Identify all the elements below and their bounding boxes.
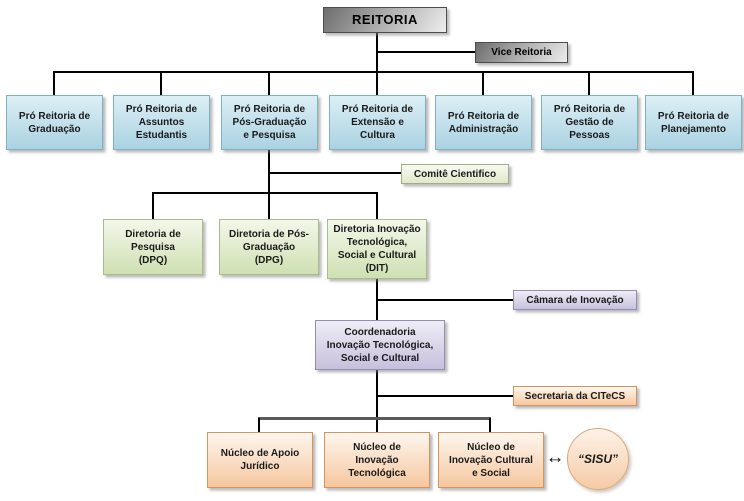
node-nucleo-inovacao-cultural-social: Núcleo de Inovação Cultural e Social: [438, 432, 544, 488]
node-pro-reitoria-pos-graduacao-pesquisa: Pró Reitoria de Pós-Graduação e Pesquisa: [221, 95, 318, 150]
connector-coordenadoria-trunk: [376, 370, 378, 432]
node-reitoria: REITORIA: [323, 7, 447, 33]
connector-bus-diretorias: [152, 192, 378, 194]
connector-bus-nucleos: [258, 417, 491, 420]
node-secretaria-citecs: Secretaria da CITeCS: [513, 386, 637, 406]
node-sisu-circle: “SISU”: [567, 428, 629, 490]
connector-comite: [269, 172, 401, 174]
connector-drop-assuntos: [160, 72, 162, 95]
node-pro-reitoria-administracao: Pró Reitoria de Administração: [435, 95, 532, 150]
connector-drop-graduacao: [53, 72, 55, 95]
node-diretoria-pesquisa-dpq: Diretoria de Pesquisa (DPQ): [103, 219, 203, 275]
node-pro-reitoria-extensao-cultura: Pró Reitoria de Extensão e Cultura: [329, 95, 426, 150]
connector-drop-dit: [376, 193, 378, 219]
node-pro-reitoria-planejamento: Pró Reitoria de Planejamento: [645, 95, 742, 150]
node-diretoria-pos-graduacao-dpg: Diretoria de Pós- Graduação (DPG): [219, 219, 319, 275]
double-arrow-icon: ↔: [545, 446, 565, 468]
connector-reitoria-trunk: [376, 33, 378, 95]
node-camara-inovacao: Câmara de Inovação: [513, 290, 637, 310]
connector-drop-planejamento: [692, 72, 694, 95]
connector-camara: [377, 299, 513, 301]
connector-drop-nucleo-cultural: [489, 418, 491, 432]
node-pro-reitoria-graduacao: Pró Reitoria de Graduação: [6, 95, 103, 150]
node-pro-reitoria-gestao-pessoas: Pró Reitoria de Gestão de Pessoas: [541, 95, 638, 150]
node-pro-reitoria-assuntos-estudantis: Pró Reitoria de Assuntos Estudantis: [113, 95, 210, 150]
node-comite-cientifico: Comitê Cientifico: [401, 164, 509, 184]
connector-posgraduacao-trunk: [268, 150, 270, 219]
connector-secretaria: [377, 395, 513, 397]
connector-vice-reitoria: [377, 51, 475, 53]
node-vice-reitoria: Vice Reitoria: [475, 42, 568, 63]
connector-drop-administracao: [482, 72, 484, 95]
node-nucleo-apoio-juridico: Núcleo de Apoio Jurídico: [207, 432, 313, 488]
node-coordenadoria-citecs: Coordenadoria Inovação Tecnológica, Soci…: [315, 320, 445, 370]
node-diretoria-inovacao-dit: Diretoria Inovação Tecnológica, Social e…: [327, 219, 427, 279]
connector-bus-level1: [53, 71, 694, 73]
node-nucleo-inovacao-tecnologica: Núcleo de Inovação Tecnológica: [324, 432, 430, 488]
connector-drop-gestao: [588, 72, 590, 95]
connector-drop-nucleo-juridico: [258, 418, 260, 432]
connector-drop-dpq: [152, 193, 154, 219]
connector-drop-posgraduacao: [268, 72, 270, 95]
